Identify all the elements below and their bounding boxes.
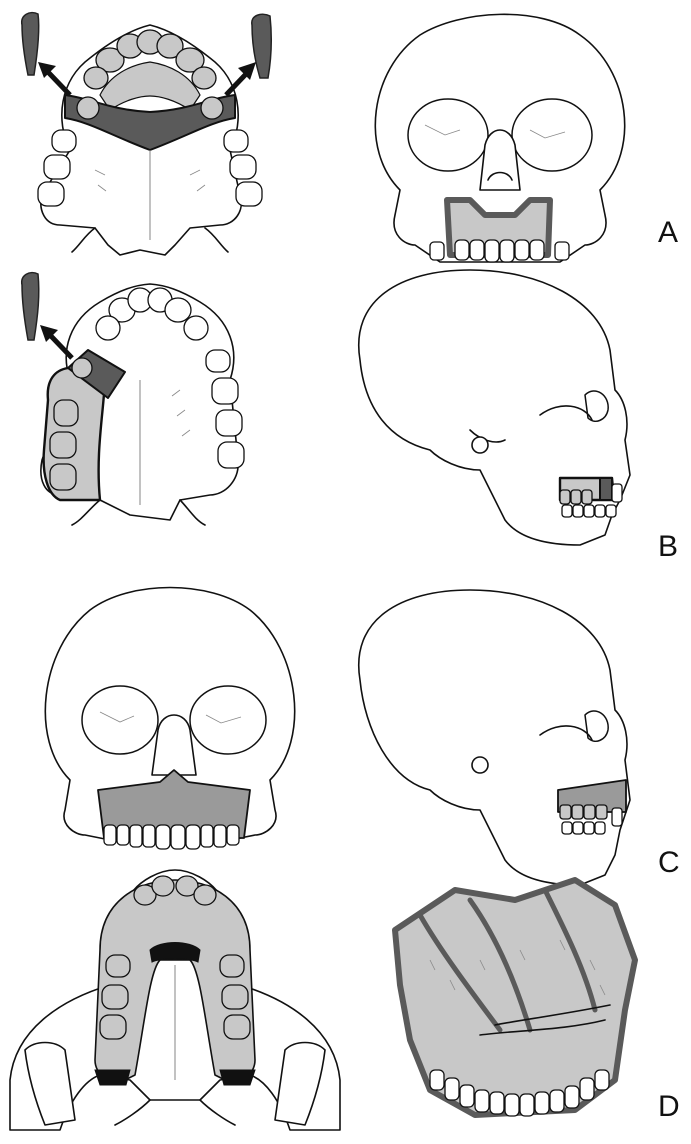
skull-front-icon — [375, 14, 624, 262]
bone-peg-icon — [252, 14, 272, 78]
panel-label-d: D — [658, 1092, 680, 1122]
lower-teeth-lateral-c — [562, 822, 605, 834]
cut-black-top-d — [150, 943, 200, 963]
arrow-icon — [226, 62, 256, 95]
panel-c — [45, 588, 630, 886]
panel-a — [22, 13, 625, 262]
canine-right-a — [201, 97, 223, 119]
bone-peg-icon — [22, 273, 39, 340]
skull-lateral-icon — [359, 270, 630, 545]
cut-black-left-d — [95, 1070, 130, 1085]
bone-peg-icon — [22, 13, 39, 75]
cut-black-right-d — [220, 1070, 255, 1085]
maxilla-occlusal-icon — [10, 870, 340, 1130]
canine-left-a — [77, 97, 99, 119]
arrow-icon — [38, 62, 70, 95]
lower-teeth-lateral-b — [562, 505, 616, 517]
panel-label-c: C — [658, 848, 680, 878]
maxilla-occlusal-icon — [41, 284, 244, 525]
palate-occlusal-a — [38, 25, 262, 255]
panel-label-a: A — [658, 218, 678, 248]
skull-front-icon — [45, 588, 294, 850]
panel-label-b: B — [658, 532, 678, 562]
segment-teeth-b — [50, 400, 78, 490]
segmented-maxilla-icon — [395, 880, 635, 1116]
skull-lateral-icon — [359, 590, 630, 885]
arrow-icon — [40, 325, 72, 358]
panel-d — [10, 870, 635, 1130]
upper-teeth-c — [104, 825, 239, 849]
panel-b — [22, 270, 630, 545]
